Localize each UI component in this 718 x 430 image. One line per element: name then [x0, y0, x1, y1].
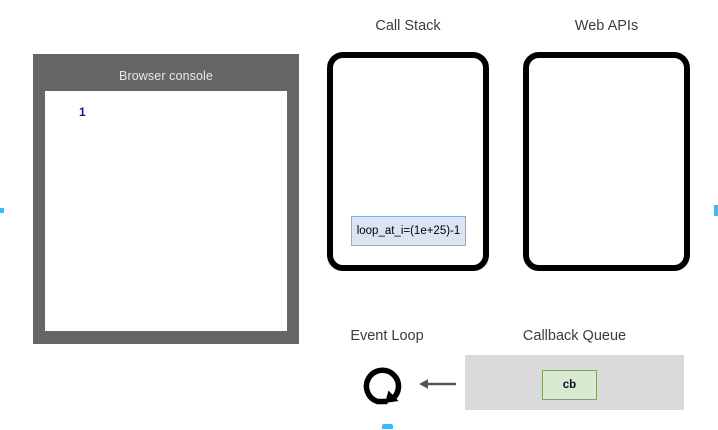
call-stack-frame[interactable]: loop_at_i=(1e+25)-1 [351, 216, 466, 246]
web-apis-label: Web APIs [574, 18, 639, 34]
callback-queue-label: Callback Queue [522, 328, 627, 344]
console-log-line: 1 [79, 105, 86, 119]
circular-arrow-icon [363, 367, 402, 405]
left-edge-marker [0, 208, 4, 213]
browser-console-title: Browser console [119, 69, 213, 83]
browser-console-output[interactable]: 1 [45, 91, 287, 331]
event-loop-label: Event Loop [350, 328, 424, 344]
web-apis-box [523, 52, 690, 271]
callback-queue-panel: cb [465, 355, 684, 410]
call-stack-label: Call Stack [375, 18, 441, 34]
right-edge-marker [714, 205, 718, 216]
browser-console-panel: Browser console 1 [33, 54, 299, 344]
call-stack-box: loop_at_i=(1e+25)-1 [327, 52, 489, 271]
bottom-edge-marker [382, 424, 393, 429]
callback-queue-item[interactable]: cb [542, 370, 597, 400]
arrow-left-icon [419, 379, 456, 389]
